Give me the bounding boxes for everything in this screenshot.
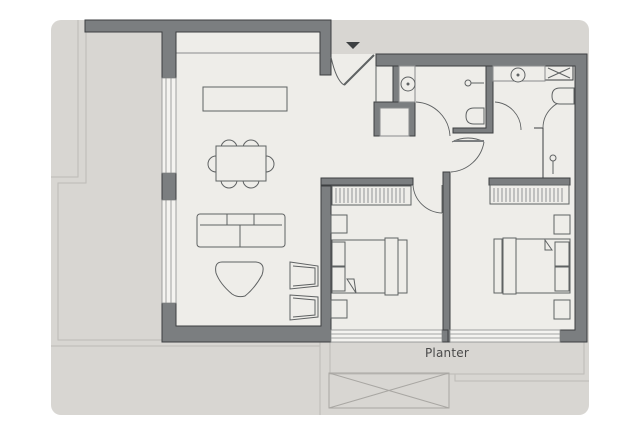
sofa: [196, 213, 286, 248]
dining-table: [215, 145, 267, 182]
planter-area: [328, 372, 450, 409]
coffee-table: [215, 261, 264, 298]
toilet: [551, 87, 575, 105]
nightstand: [330, 299, 348, 319]
windows-left: [161, 77, 177, 304]
entrance-door: [330, 54, 375, 86]
nightstand: [553, 214, 571, 235]
nightstand: [330, 214, 348, 234]
bathroom-fixtures: [375, 65, 575, 174]
living-furniture: [196, 86, 319, 321]
planter-label: Planter: [425, 346, 469, 360]
bedroom-1-furniture: [330, 185, 412, 319]
terrace-outline: [51, 20, 589, 415]
entry-arrow-icon: [346, 42, 360, 49]
bedroom-2-furniture: [489, 184, 571, 320]
tv-console: [202, 86, 288, 112]
windows-bottom: [330, 329, 561, 343]
nightstand: [553, 299, 571, 320]
toilet: [465, 107, 485, 125]
